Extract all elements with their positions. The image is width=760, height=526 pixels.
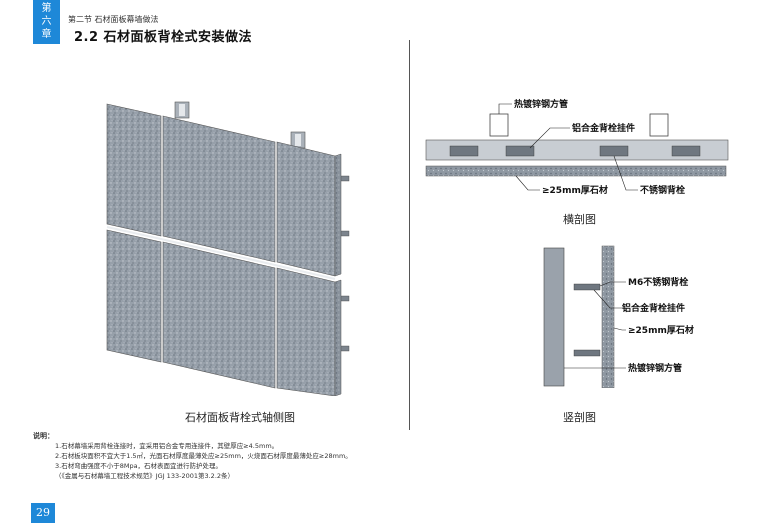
page-title: 2.2 石材面板背栓式安装做法	[74, 30, 253, 45]
stone-panel	[276, 267, 336, 397]
chapter-char: 六	[41, 16, 52, 27]
stone-strip	[601, 245, 615, 389]
steel-tube	[174, 101, 190, 119]
steel-tube	[649, 113, 669, 137]
axonometric-svg	[106, 101, 350, 397]
horizontal-section-drawing: 热镀锌钢方管 铝合金背栓挂件 ≥25mm厚石材 不锈钢背栓	[420, 92, 750, 202]
bracket-set	[573, 283, 601, 357]
stone-panel	[106, 103, 162, 237]
note-item: 1.石材幕墙采用背栓连接时，宜采用铝合金专用连接件，其壁厚应≥4.5mm。	[55, 442, 279, 450]
page-number: 29	[31, 503, 55, 523]
panel-joint	[106, 226, 336, 280]
label-steel-tube: 热镀锌钢方管	[514, 98, 568, 110]
vertical-divider	[409, 40, 410, 430]
label-aluminium-bracket: 铝合金背栓挂件	[572, 122, 635, 134]
vertical-section-svg: M6不锈钢背栓 铝合金背栓挂件 ≥25mm厚石材 热镀锌钢方管	[543, 245, 694, 389]
stone-panel	[106, 229, 162, 363]
stone-strip	[425, 165, 727, 177]
leader-lines	[564, 281, 626, 369]
section-label: 第二节 石材面板幕墙做法	[68, 15, 159, 24]
vertical-section-drawing: M6不锈钢背栓 铝合金背栓挂件 ≥25mm厚石材 热镀锌钢方管	[530, 238, 730, 389]
horizontal-section-svg: 热镀锌钢方管 铝合金背栓挂件 ≥25mm厚石材 不锈钢背栓	[425, 98, 729, 196]
note-item: 3.石材弯曲强度不小于8Mpa，石材表面宜进行防护处理。	[55, 462, 223, 470]
notes-list: 1.石材幕墙采用背栓连接时，宜采用铝合金专用连接件，其壁厚应≥4.5mm。 2.…	[33, 441, 352, 471]
leader-lines	[498, 103, 638, 191]
stone-panel	[162, 241, 276, 389]
label-aluminium-bracket: 铝合金背栓挂件	[622, 302, 685, 314]
label-steel-tube: 热镀锌钢方管	[628, 362, 682, 374]
chapter-char: 第	[41, 3, 52, 14]
aluminium-rail	[425, 139, 729, 161]
steel-tube	[543, 247, 565, 387]
notes-block: 说明： 1.石材幕墙采用背栓连接时，宜采用铝合金专用连接件，其壁厚应≥4.5mm…	[33, 431, 352, 481]
steel-tube	[489, 113, 509, 137]
axonometric-caption: 石材面板背栓式轴侧图	[185, 411, 295, 424]
label-stone: ≥25mm厚石材	[628, 324, 694, 336]
stone-panel	[162, 115, 276, 263]
label-m6-bolt: M6不锈钢背栓	[628, 276, 688, 288]
label-stainless-bolt: 不锈钢背栓	[640, 184, 685, 196]
notes-title: 说明：	[33, 432, 54, 440]
vertical-section-caption: 竖剖图	[563, 411, 596, 424]
chapter-tab: 第 六 章	[33, 0, 60, 44]
note-reference: （《金属与石材幕墙工程技术规范》JGJ 133-2001第3.2.2条）	[55, 472, 235, 480]
stone-panel-edge	[334, 153, 342, 277]
stone-panel-edge	[334, 279, 342, 397]
label-stone: ≥25mm厚石材	[542, 184, 608, 196]
stone-panel	[276, 141, 336, 277]
horizontal-section-caption: 横剖图	[563, 213, 596, 226]
note-item: 2.石材板块面积不宜大于1.5㎡，光面石材厚度最薄处应≥25mm，火烧面石材厚度…	[55, 452, 352, 460]
axonometric-drawing	[95, 96, 360, 397]
chapter-char: 章	[41, 29, 52, 40]
